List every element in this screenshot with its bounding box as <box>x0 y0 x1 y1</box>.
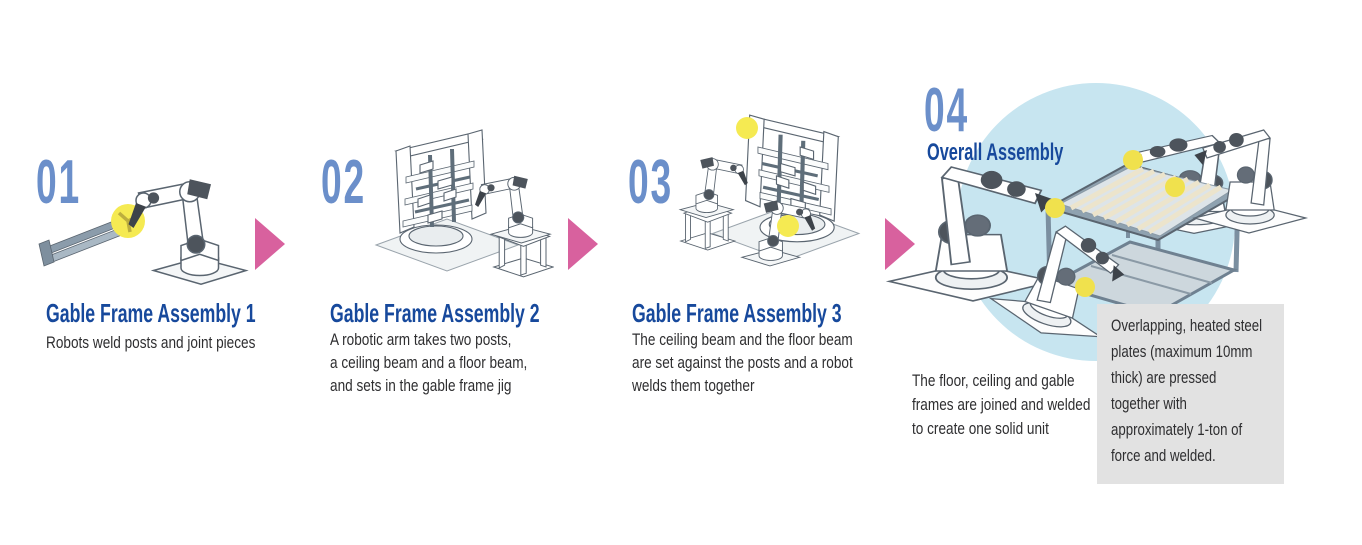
weld-highlight-icon <box>1123 150 1143 170</box>
weld-highlight-icon <box>777 215 799 237</box>
step4-note-box: Overlapping, heated steel plates (maximu… <box>1097 304 1284 484</box>
step4-description: The floor, ceiling and gable frames are … <box>912 371 1091 438</box>
step4-number: 04 <box>924 76 969 145</box>
robot-arm-icon <box>679 156 749 219</box>
step3-number: 03 <box>628 148 673 217</box>
step2-illustration-jig-and-robot <box>374 128 554 278</box>
step3-illustration-jig-two-robots <box>679 110 863 267</box>
gable-frame-jig-icon <box>374 128 520 273</box>
step2-description: A robotic arm takes two posts, a ceiling… <box>330 330 528 395</box>
step1-title: Gable Frame Assembly 1 <box>46 298 256 328</box>
step4-note-text: Overlapping, heated steel plates (maximu… <box>1111 316 1263 465</box>
step3-description: The ceiling beam and the floor beam are … <box>632 330 853 395</box>
step4-illustration-overall-assembly <box>888 83 1307 361</box>
step3-title: Gable Frame Assembly 3 <box>632 298 842 328</box>
weld-highlight-icon <box>1075 277 1095 297</box>
gable-frame-jig-icon <box>713 115 859 260</box>
arrow-right-icon-2 <box>568 218 598 270</box>
weld-highlight-icon <box>736 117 758 139</box>
step2-number: 02 <box>321 148 366 217</box>
robot-arm-icon <box>127 178 247 285</box>
step1-number: 01 <box>36 148 81 217</box>
weld-highlight-icon <box>1165 177 1185 197</box>
weld-highlight-icon <box>1045 198 1065 218</box>
step1-description: Robots weld posts and joint pieces <box>46 333 256 352</box>
step1-illustration-robot-welding-beam <box>38 178 247 285</box>
arrow-right-icon-1 <box>255 218 285 270</box>
step4-title: Overall Assembly <box>927 139 1064 166</box>
step2-title: Gable Frame Assembly 2 <box>330 298 540 328</box>
